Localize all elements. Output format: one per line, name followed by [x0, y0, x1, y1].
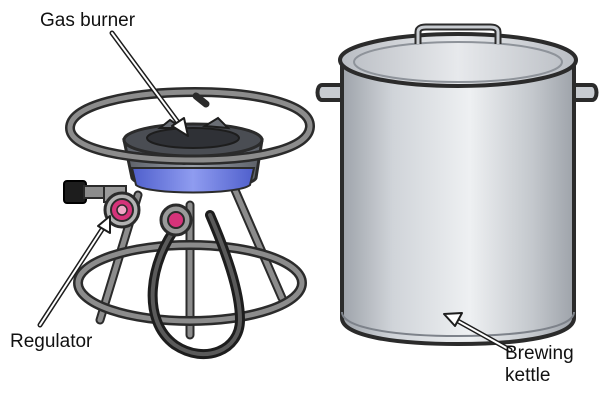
gas-burner-label: Gas burner	[40, 10, 136, 31]
arrow-icon	[37, 215, 111, 328]
regulator-icon	[103, 185, 141, 229]
gas-burner-stand-illustration	[63, 86, 315, 359]
brewing-kettle-label-line2: kettle	[505, 365, 551, 386]
arrow-icon	[443, 312, 513, 353]
brewing-kettle-label-line1: Brewing	[505, 343, 574, 364]
brewing-kettle-label: Brewing kettle	[505, 343, 574, 387]
brewing-kettle-illustration	[315, 23, 599, 347]
arrow-icon	[109, 30, 189, 137]
regulator-label: Regulator	[10, 331, 93, 352]
hose-fitting-icon	[159, 203, 193, 237]
